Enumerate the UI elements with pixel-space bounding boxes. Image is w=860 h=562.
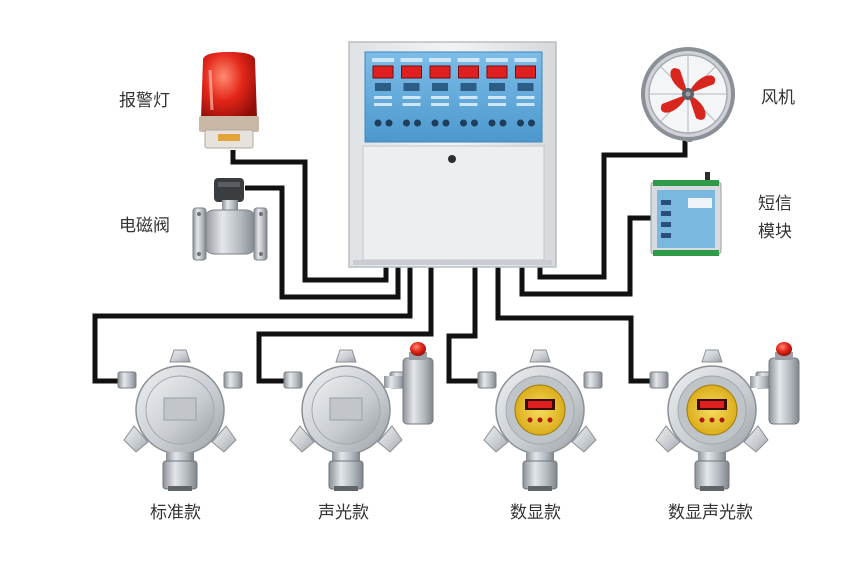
beacon-light-icon [410, 342, 426, 356]
channel-button [414, 119, 421, 127]
sms-module-icon [650, 172, 722, 256]
channel-button [471, 119, 478, 127]
fan-icon [641, 47, 735, 142]
sensor-head [694, 460, 730, 490]
channel-button [442, 119, 450, 127]
detectors [117, 342, 800, 491]
channel-button [385, 119, 393, 127]
sensor-head [162, 460, 198, 490]
controller-channel [486, 58, 508, 127]
label-detector-digital-sound-light: 数显声光款 [668, 503, 753, 523]
channel-button [403, 119, 410, 127]
channel-button [488, 119, 496, 127]
wire-sms-module [519, 215, 651, 297]
channel-button [499, 119, 507, 127]
controller-door [362, 145, 545, 261]
wire-alarm-light [230, 150, 389, 283]
channel-button [517, 119, 524, 127]
label-fan: 风机 [761, 88, 795, 108]
detector-digital-icon [477, 349, 603, 491]
controller-channel [429, 58, 451, 127]
channel-display [429, 65, 451, 79]
wire-detector-sound-light [256, 262, 434, 384]
alarm-light-icon [199, 52, 259, 149]
controller-channel [457, 58, 480, 127]
channel-button [374, 119, 382, 127]
label-detector-sound-light: 声光款 [318, 503, 369, 523]
wire-solenoid-valve [245, 185, 401, 300]
channel-display [486, 65, 508, 79]
wiring [92, 138, 688, 384]
channel-display [458, 65, 479, 79]
wire-detector-digital [446, 262, 480, 384]
channel-button [460, 119, 467, 127]
controller-panel [364, 51, 543, 143]
detector-sound-light-icon [283, 342, 434, 491]
controller-cabinet [348, 41, 557, 268]
sensor-head [522, 460, 558, 490]
wire-fan [537, 138, 688, 280]
controller-channel [372, 58, 394, 127]
controller-channels [372, 58, 537, 127]
label-sms-module: 短信 模块 [758, 193, 792, 243]
beacon-body [768, 357, 800, 425]
door-lock-icon [448, 155, 456, 163]
solenoid-valve-icon [192, 178, 268, 261]
label-sms-module-line1: 短信 [758, 194, 792, 214]
wire-detector-standard [92, 262, 413, 384]
beacon-body [402, 357, 434, 425]
sensor-head [328, 460, 364, 490]
detector-digital-sound-light-icon [649, 342, 800, 491]
channel-display [372, 65, 394, 79]
channel-display [401, 65, 422, 79]
wire-detector-digital-sound-light [495, 262, 652, 384]
channel-display [515, 65, 536, 79]
label-solenoid-valve: 电磁阀 [119, 216, 170, 236]
controller-channel [400, 58, 423, 127]
beacon-light-icon [776, 342, 792, 356]
label-alarm-light: 报警灯 [119, 91, 170, 111]
label-detector-digital: 数显款 [510, 503, 561, 523]
detector-standard-icon [117, 349, 243, 491]
channel-button [528, 119, 535, 127]
label-detector-standard: 标准款 [150, 503, 201, 523]
channel-button [431, 119, 439, 127]
controller-channel [514, 58, 537, 127]
label-sms-module-line2: 模块 [758, 222, 792, 242]
